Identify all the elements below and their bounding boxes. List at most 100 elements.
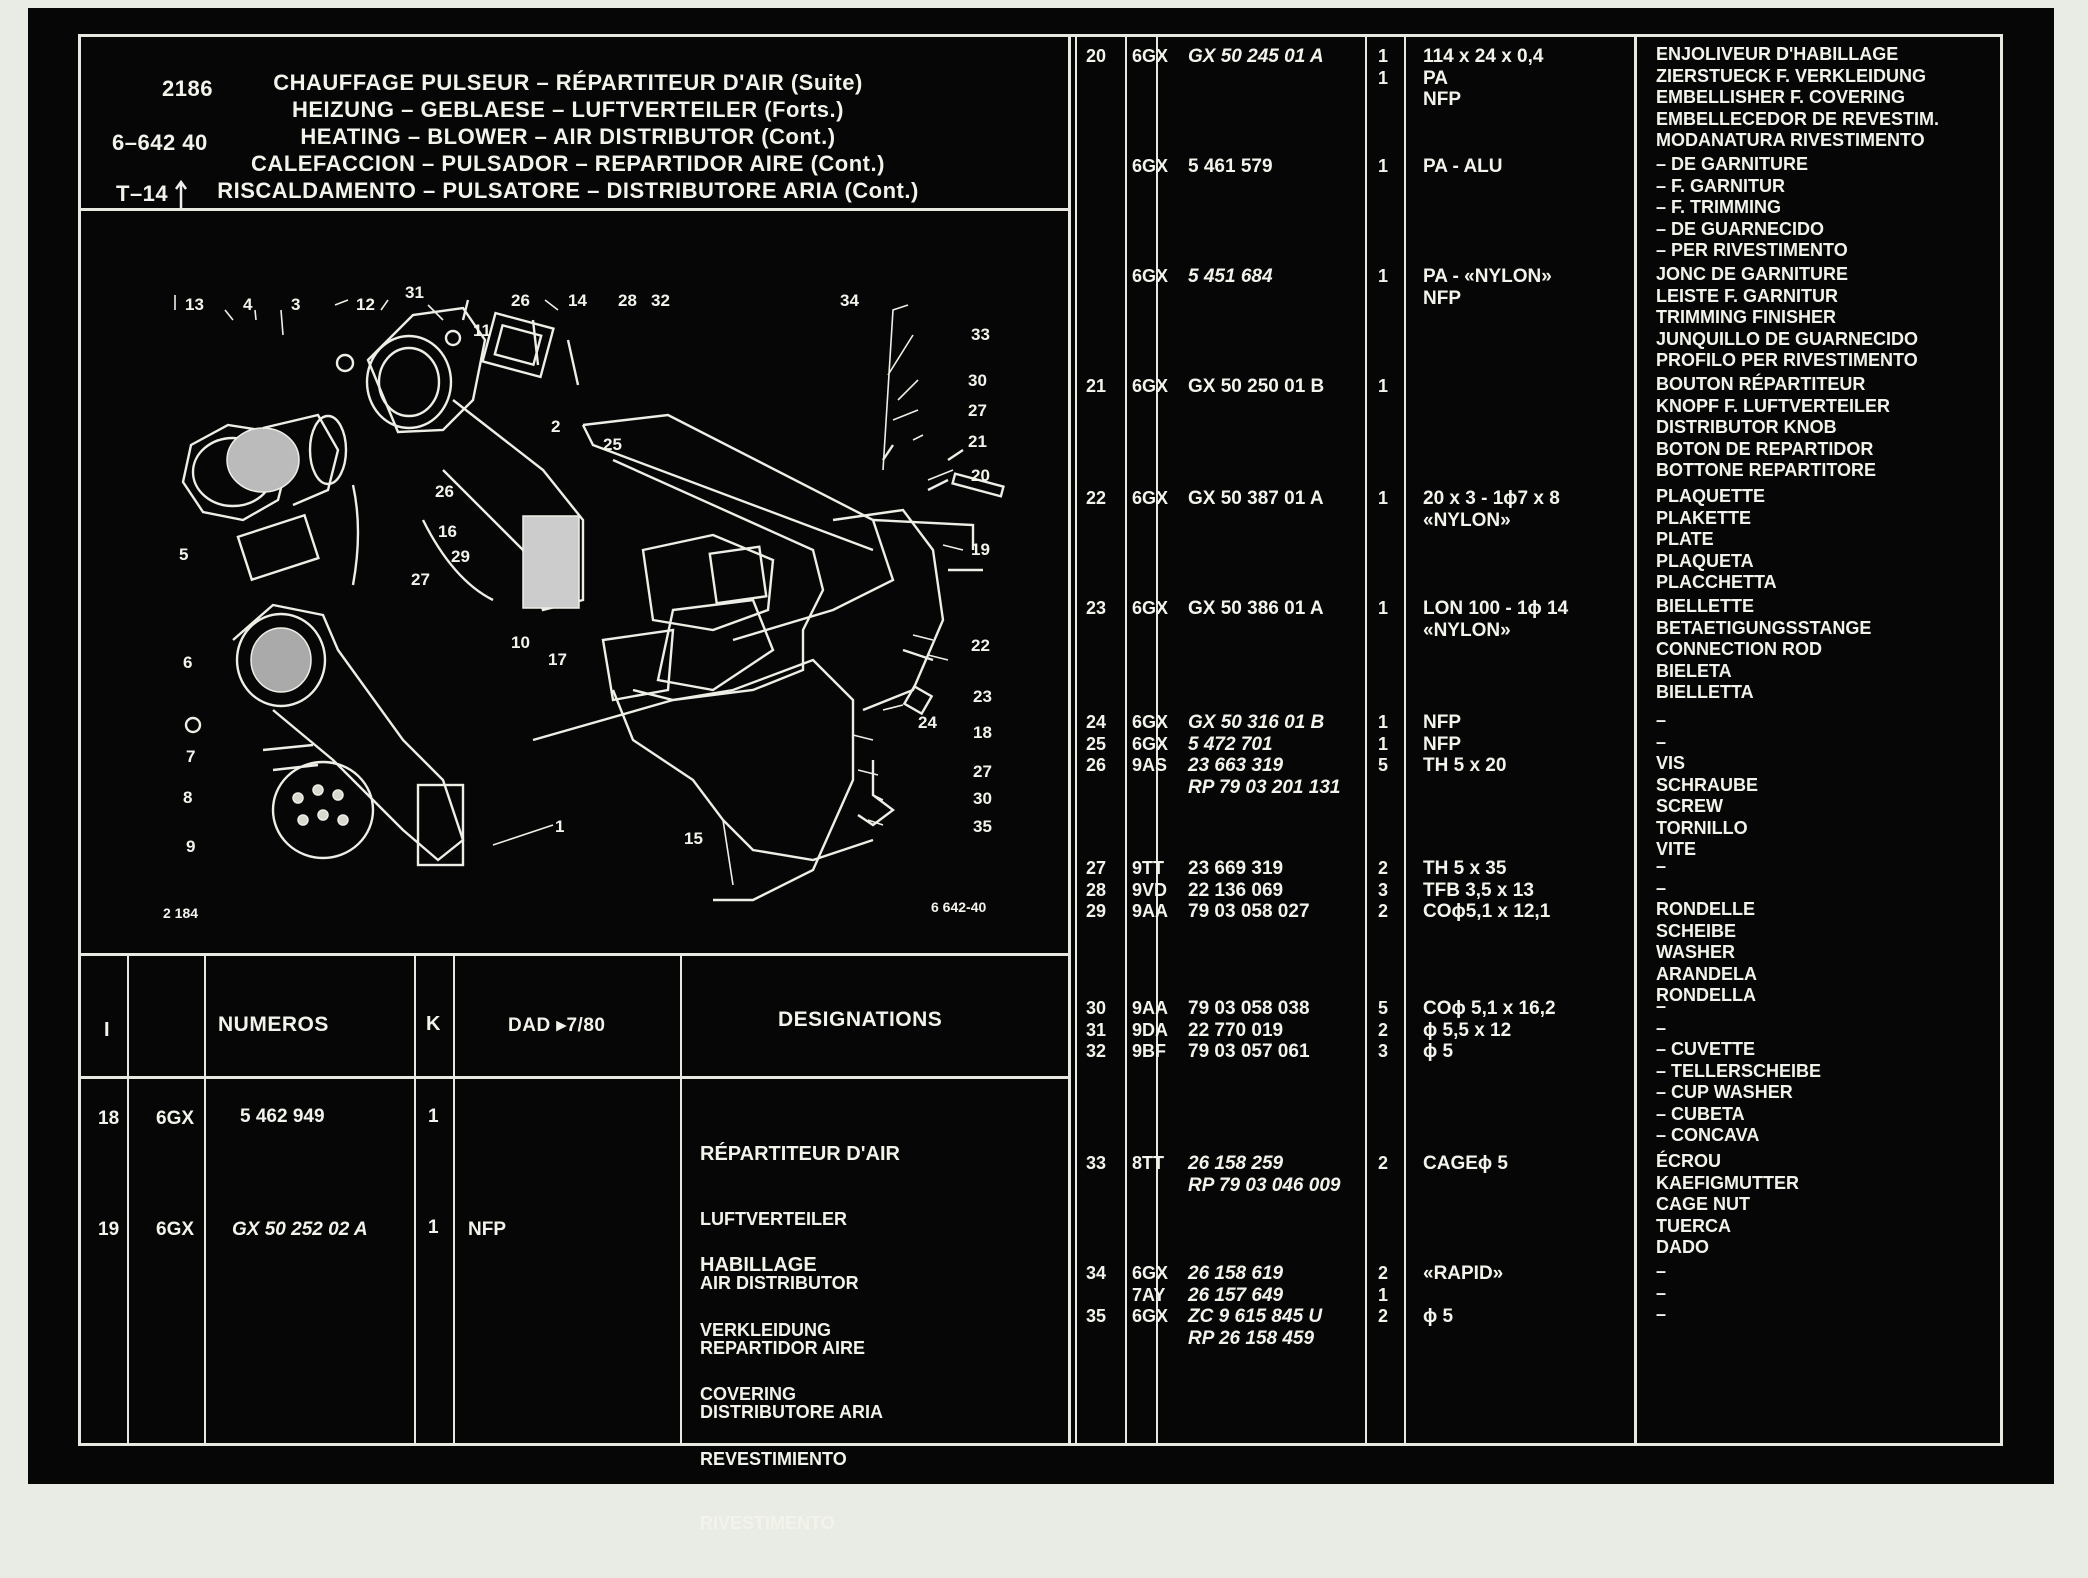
- col-line: [127, 953, 129, 1446]
- callout-26: 26: [511, 291, 530, 310]
- row-number: GX 50 252 02 A: [232, 1219, 368, 1240]
- row-prefix: 6GX: [156, 1108, 195, 1129]
- callout-22: 22: [971, 636, 990, 655]
- row-designation: HABILLAGE VERKLEIDUNG COVERING REVESTIMI…: [700, 1212, 847, 1578]
- exploded-parts-diagram: 13 4 3 12 31 26 14 28 32 34 33 30 27 21 …: [163, 283, 1005, 921]
- designation-de: LUFTVERTEILER: [700, 1208, 847, 1229]
- row-dad: CAGEϕ 5: [1423, 1153, 1508, 1174]
- row-index: 19: [98, 1219, 120, 1240]
- callout-8: 8: [183, 788, 192, 807]
- row-prefix: 6GX: [1132, 156, 1169, 176]
- callout-10: 10: [511, 633, 530, 652]
- row-designation: JONC DE GARNITURE LEISTE F. GARNITUR TRI…: [1656, 264, 1919, 370]
- center-divider: [1068, 34, 1071, 1446]
- row-number: 5 462 949: [240, 1106, 325, 1127]
- designation-es: REPARTIDOR AIRE: [700, 1337, 866, 1358]
- designation-de: VERKLEIDUNG: [700, 1319, 832, 1340]
- callout-24: 24: [918, 713, 937, 732]
- callout-16: 16: [438, 522, 457, 541]
- row-prefix: 6GX: [1132, 376, 1169, 396]
- col-line: [1404, 34, 1406, 1446]
- center-divider-2: [1075, 34, 1077, 1446]
- row-number: 5 451 684: [1188, 266, 1273, 287]
- callout-11: 11: [473, 321, 491, 340]
- row-designation: – – – CUVETTE – TELLERSCHEIBE – CUP WASH…: [1656, 996, 1822, 1145]
- row-index: 27 28 29: [1086, 858, 1107, 921]
- callout-1: 1: [555, 817, 564, 836]
- row-designation: ENJOLIVEUR D'HABILLAGE ZIERSTUECK F. VER…: [1656, 44, 1940, 150]
- col-header-numeros: NUMEROS: [218, 1013, 329, 1036]
- row-number: GX 50 316 01 B 5 472 701 23 663 319 RP 7…: [1188, 712, 1341, 798]
- row-number: GX 50 245 01 A: [1188, 46, 1324, 67]
- callout-23: 23: [973, 687, 992, 706]
- row-qty: 5 2 3: [1378, 998, 1389, 1061]
- row-designation: RÉPARTITEUR D'AIR LUFTVERTEILER AIR DIST…: [700, 1101, 900, 1467]
- designation-en: COVERING: [700, 1384, 797, 1404]
- row-index: 22: [1086, 488, 1107, 508]
- row-dad: «RAPID» ϕ 5: [1423, 1263, 1504, 1327]
- sheet-code: 2186: [162, 76, 213, 101]
- col-line: [1365, 34, 1367, 1446]
- row-index: 18: [98, 1108, 120, 1129]
- callout-3: 3: [291, 295, 300, 314]
- callout-9: 9: [186, 837, 195, 856]
- blower-motor-drawing: [181, 413, 348, 522]
- row-prefix: 9TT 9VD 9AA: [1132, 858, 1169, 921]
- callout-leaders: [174, 295, 964, 886]
- callout-29: 29: [451, 547, 470, 566]
- lower-blower-drawing: [232, 603, 465, 867]
- title-fr: CHAUFFAGE PULSEUR – RÉPARTITEUR D'AIR (S…: [273, 70, 863, 95]
- row-index: 24 25 26: [1086, 712, 1107, 775]
- row-qty: 1: [1378, 156, 1389, 176]
- row-dad: TH 5 x 35 TFB 3,5 x 13 COϕ5,1 x 12,1: [1423, 858, 1551, 922]
- row-index: 21: [1086, 376, 1107, 396]
- row-dad: 114 x 24 x 0,4 PA NFP: [1423, 46, 1544, 110]
- row-qty: 1: [1378, 598, 1389, 618]
- row-number: 23 669 319 22 136 069 79 03 058 027: [1188, 858, 1310, 922]
- callout-32: 32: [651, 291, 670, 310]
- row-prefix: 6GX 6GX 9AS: [1132, 712, 1169, 775]
- row-designation: BOUTON RÉPARTITEUR KNOPF F. LUFTVERTEILE…: [1656, 374, 1890, 480]
- row-dad: COϕ 5,1 x 16,2 ϕ 5,5 x 12 ϕ 5: [1423, 998, 1556, 1062]
- callout-27c: 27: [411, 570, 430, 589]
- diagram-ref-left: 2 184: [163, 905, 198, 921]
- callout-25: 25: [603, 435, 622, 454]
- table-header-line: [78, 1076, 1070, 1079]
- col-header-designations: DESIGNATIONS: [778, 1008, 943, 1031]
- row-number: 79 03 058 038 22 770 019 79 03 057 061: [1188, 998, 1310, 1062]
- row-qty: 1: [1378, 266, 1389, 286]
- col-header-k: K: [426, 1013, 441, 1035]
- row-designation: BIELLETTE BETAETIGUNGSSTANGE CONNECTION …: [1656, 596, 1872, 702]
- row-number: GX 50 386 01 A: [1188, 598, 1324, 619]
- small-parts-drawing: [184, 299, 1005, 860]
- row-index: 33: [1086, 1153, 1107, 1173]
- row-prefix: 6GX: [156, 1219, 195, 1240]
- row-dad: PA - ALU: [1423, 156, 1503, 177]
- callout-28: 28: [618, 291, 637, 310]
- table-top-line: [78, 953, 1070, 956]
- col-line: [453, 953, 455, 1446]
- row-prefix: 6GX 7AY 6GX: [1132, 1263, 1169, 1326]
- callout-15: 15: [684, 829, 703, 848]
- row-designation: ÉCROU KAEFIGMUTTER CAGE NUT TUERCA DADO: [1656, 1151, 1799, 1257]
- callout-2: 2: [551, 417, 560, 436]
- row-qty: 1: [1378, 488, 1389, 508]
- row-designation: – – –: [1656, 1261, 1667, 1324]
- upper-duct-drawing: [365, 306, 585, 612]
- callout-labels: 13 4 3 12 31 26 14 28 32 34 33 30 27 21 …: [163, 283, 992, 921]
- callout-12: 12: [356, 295, 375, 314]
- col-line: [414, 953, 416, 1446]
- row-qty: 1: [428, 1217, 439, 1238]
- row-qty: 1: [428, 1106, 439, 1127]
- title-block: CHAUFFAGE PULSEUR – RÉPARTITEUR D'AIR (S…: [188, 72, 948, 202]
- callout-30b: 30: [973, 789, 992, 808]
- title-en: HEATING – BLOWER – AIR DISTRIBUTOR (Cont…: [300, 124, 836, 149]
- col-header-i: I: [104, 1019, 111, 1041]
- callout-18: 18: [973, 723, 992, 742]
- designation-fr: RÉPARTITEUR D'AIR: [700, 1143, 900, 1165]
- col-line: [1634, 34, 1637, 1446]
- designation-es: REVESTIMIENTO: [700, 1448, 847, 1469]
- row-designation: – – RONDELLE SCHEIBE WASHER ARANDELA RON…: [1656, 856, 1757, 1005]
- col-line: [204, 953, 206, 1446]
- row-number: GX 50 387 01 A: [1188, 488, 1324, 509]
